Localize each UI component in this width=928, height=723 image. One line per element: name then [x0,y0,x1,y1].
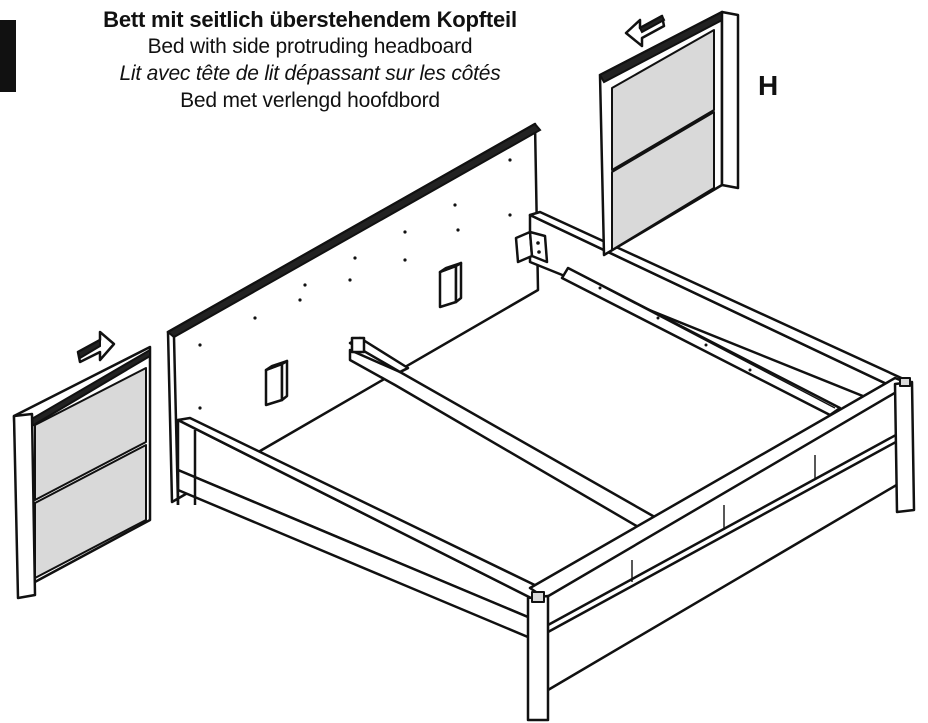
caption-english: Bed with side protruding headboard [147,35,473,58]
page-edge-tab [0,20,16,92]
center-beam [348,336,662,530]
footboard [526,376,916,722]
part-label-h: H [758,70,779,101]
arrow-right-icon [76,330,116,364]
side-rail-right [514,210,912,417]
caption-dutch: Bed met verlengd hoofdbord [180,89,440,112]
caption-german: Bett mit seitlich überstehendem Kopfteil [103,7,517,32]
headboard-side-element-h [598,10,740,257]
side-rail-left [176,416,547,642]
mounting-block-right [438,261,463,309]
headboard-panel [166,122,542,506]
headboard-holes [198,158,512,410]
mounting-block-left [264,359,289,407]
headboard-side-element-left [12,345,152,600]
caption-french: Lit avec tête de lit dépassant sur les c… [119,62,501,85]
arrow-left-icon [624,14,666,48]
instruction-captions: Bett mit seitlich überstehendem Kopfteil… [30,6,590,114]
rail-bracket [514,230,549,264]
